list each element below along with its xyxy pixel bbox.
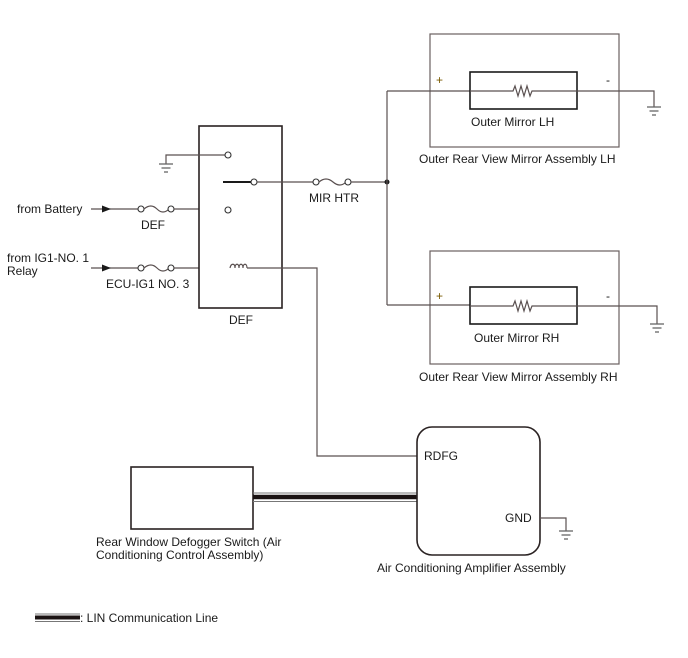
lin-communication-line (253, 492, 418, 502)
fuse-mir-htr: MIR HTR (309, 178, 359, 205)
fuse-terminal (167, 205, 175, 213)
defogger-switch: Rear Window Defogger Switch (Air Conditi… (96, 466, 281, 562)
legend-lin-label: : LIN Communication Line (80, 611, 218, 625)
amp-ground-wire (540, 517, 567, 531)
fuse-terminal (167, 264, 175, 272)
arrow-icon (102, 264, 111, 272)
fuse-ecu-ig1-label: ECU-IG1 NO. 3 (106, 277, 190, 291)
fuse-mir-htr-label: MIR HTR (309, 191, 359, 205)
fuse-element (318, 178, 347, 186)
relay-ground-wire (165, 154, 225, 164)
fuse-def-label: DEF (141, 218, 165, 232)
mirror-rh-minus-label: - (606, 289, 610, 303)
relay-label: DEF (229, 313, 253, 327)
relay-box (198, 125, 283, 309)
ig1-input: from IG1-NO. 1 Relay (7, 251, 138, 278)
legend: : LIN Communication Line (35, 611, 218, 625)
battery-input: from Battery (17, 202, 138, 216)
fuse-terminal (137, 205, 145, 213)
amp-pin-rdfg: RDFG (424, 449, 458, 463)
arrow-icon (102, 205, 111, 213)
mirror-lh-assembly-label: Outer Rear View Mirror Assembly LH (419, 152, 616, 166)
mirror-rh-component-label: Outer Mirror RH (474, 331, 559, 345)
fuse-terminal (344, 178, 352, 186)
ground-icon (158, 163, 174, 173)
mirror-lh-minus-label: - (606, 73, 610, 87)
fuse-element (143, 205, 170, 213)
mirror-lh-assembly: + - Outer Mirror LH Outer Rear View Mirr… (387, 33, 662, 166)
mirror-rh-assembly-label: Outer Rear View Mirror Assembly RH (419, 370, 618, 384)
ground-icon (646, 106, 662, 116)
relay-contact-no (224, 206, 232, 214)
ground-icon (558, 530, 574, 540)
mirror-lh-plus-label: + (436, 73, 443, 87)
fuse-def: DEF (137, 205, 175, 232)
wire-coil-to-rdfg (247, 267, 418, 457)
fuse-ecu-ig1: ECU-IG1 NO. 3 (106, 264, 190, 291)
mirror-rh-assembly-box (429, 250, 620, 365)
ground-icon (649, 323, 665, 333)
relay-contact-common (250, 178, 258, 186)
fuse-terminal (137, 264, 145, 272)
fuse-element (143, 264, 170, 272)
defogger-switch-box (130, 466, 254, 530)
ig1-source-label-1: from IG1-NO. 1 (7, 251, 89, 265)
relay-contact-nc (224, 151, 232, 159)
mirror-rh-plus-label: + (436, 289, 443, 303)
ac-amplifier-box (416, 426, 541, 556)
resistor-icon (470, 298, 577, 314)
mirror-rh-assembly: + - Outer Mirror RH Outer Rear View Mirr… (387, 250, 665, 384)
fuse-terminal (312, 178, 320, 186)
mirror-rh-ground-wire (577, 305, 658, 324)
mirror-lh-ground-wire (577, 90, 655, 107)
ig1-source-label-2: Relay (7, 264, 38, 278)
amp-pin-gnd: GND (505, 511, 532, 525)
ac-amplifier-label: Air Conditioning Amplifier Assembly (377, 561, 566, 575)
def-relay: DEF (158, 125, 283, 327)
resistor-icon (470, 83, 577, 99)
mirror-lh-component-label: Outer Mirror LH (471, 115, 554, 129)
defogger-switch-label-1: Rear Window Defogger Switch (Air (96, 535, 281, 549)
battery-source-label: from Battery (17, 202, 82, 216)
defogger-switch-label-2: Conditioning Control Assembly) (96, 548, 263, 562)
ac-amplifier-assembly: RDFG GND Air Conditioning Amplifier Asse… (377, 426, 574, 575)
relay-coil-icon (229, 263, 248, 269)
